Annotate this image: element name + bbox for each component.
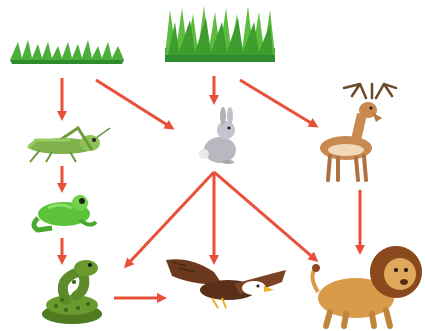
deer-icon [320,84,396,180]
eagle-icon [166,259,286,308]
arrow-rabbit-to-lion [214,172,316,260]
snake-icon [42,260,102,324]
arrow-tall-grass-to-deer [240,80,316,126]
lion-icon [312,246,422,326]
tall-grass-icon [165,6,275,62]
frog-icon [34,195,96,230]
rabbit-icon [199,107,236,164]
grasshopper-icon [28,128,110,162]
short-grass-icon [10,40,124,64]
arrow-short-grass-to-rabbit [96,80,172,128]
arrow-rabbit-to-snake [126,172,214,266]
